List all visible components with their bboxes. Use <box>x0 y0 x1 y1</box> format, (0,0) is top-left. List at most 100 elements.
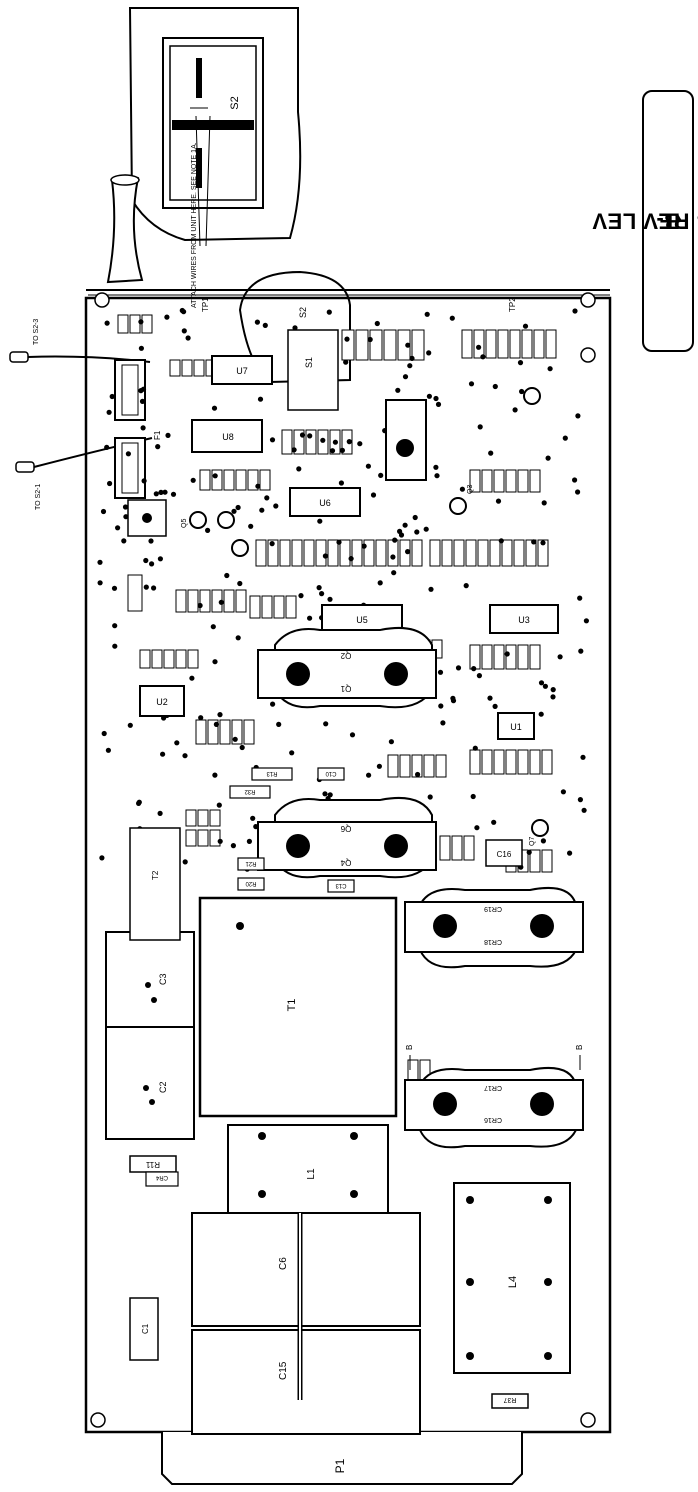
small-component <box>451 835 463 861</box>
small-component <box>505 749 517 775</box>
solder-pad <box>504 651 510 657</box>
small-component <box>151 649 163 669</box>
solder-pad <box>578 648 584 654</box>
small-component <box>193 359 205 377</box>
small-component <box>141 314 153 334</box>
solder-pad <box>577 595 583 601</box>
solder-pad <box>412 514 418 521</box>
small-component <box>453 539 465 567</box>
cap-c16-label: C16 <box>497 850 512 859</box>
small-component <box>187 589 199 613</box>
small-component <box>327 539 339 567</box>
solder-pad <box>136 800 142 807</box>
solder-pad <box>259 507 265 513</box>
solder-pad <box>440 720 446 726</box>
small-component <box>545 329 557 359</box>
diode-cr4-label: CR4 <box>155 1174 168 1180</box>
small-component <box>281 429 293 455</box>
solder-pad <box>210 624 216 630</box>
solder-pad <box>264 495 270 501</box>
solder-pad <box>181 328 187 334</box>
small-component <box>387 754 399 778</box>
solder-pad <box>232 736 238 742</box>
solder-pad <box>428 586 434 592</box>
inductor-l1: L1 <box>227 1124 389 1226</box>
switch-note: ATTACH WIRES FROM UNIT HERE. SEE NOTE 1A… <box>191 142 198 308</box>
solder-pad <box>361 543 367 549</box>
solder-pad <box>476 673 482 679</box>
tp1-label: TP1 <box>201 297 210 312</box>
small-component <box>537 539 549 567</box>
solder-pad <box>237 580 243 587</box>
solder-pad <box>109 393 115 400</box>
small-component <box>235 589 247 613</box>
solder-pad <box>155 444 161 450</box>
inductor-l4: L4 <box>453 1182 571 1374</box>
solder-pad <box>575 413 581 419</box>
cap-c1-label: C1 <box>141 1323 150 1334</box>
solder-pad <box>367 336 373 343</box>
small-component <box>423 754 435 778</box>
small-component <box>261 595 273 619</box>
solder-pad <box>115 525 121 531</box>
switch-s1-label: S1 <box>304 357 314 368</box>
mount-hole-tl <box>94 292 110 308</box>
resistor-r13-label: R13 <box>266 770 278 776</box>
small-component <box>489 539 501 567</box>
solder-pad <box>471 666 477 672</box>
ic-u3-label: U3 <box>518 615 530 625</box>
solder-pad <box>557 654 563 660</box>
solder-pad <box>327 792 333 798</box>
small-component <box>463 835 475 861</box>
solder-pad <box>581 807 587 813</box>
solder-pad <box>212 772 218 778</box>
small-component <box>209 829 221 847</box>
small-component <box>441 539 453 567</box>
small-component <box>529 644 541 670</box>
small-component <box>513 539 525 567</box>
solder-pad <box>572 477 578 483</box>
solder-pad <box>138 388 144 394</box>
solder-pad <box>123 514 129 520</box>
inductor-l1-label: L1 <box>306 1168 317 1180</box>
solder-pad <box>538 711 544 717</box>
small-component <box>305 429 317 455</box>
solder-pad <box>231 508 237 514</box>
solder-pad <box>392 537 398 543</box>
small-component <box>169 359 181 377</box>
small-component <box>279 539 291 567</box>
inductor-l4-label: L4 <box>507 1276 519 1288</box>
small-component <box>375 539 387 567</box>
solder-pad <box>348 556 354 562</box>
small-component <box>369 329 383 361</box>
solder-pad <box>224 572 230 579</box>
capacitor-c3: C3 <box>105 931 195 1028</box>
transformer-t2: T2 <box>129 827 181 941</box>
solder-pad <box>317 518 323 524</box>
solder-pad <box>397 528 403 535</box>
solder-pad <box>390 554 396 560</box>
solder-pad <box>426 350 432 356</box>
small-component <box>185 829 197 847</box>
mount-hole-r <box>580 347 596 363</box>
solder-pad <box>531 539 537 545</box>
solder-pad <box>138 319 144 325</box>
solder-pad <box>217 712 223 718</box>
solder-pad <box>338 480 344 486</box>
solder-pad <box>104 320 110 326</box>
solder-pad <box>235 504 241 511</box>
solder-pad <box>492 703 498 710</box>
solder-pad <box>320 437 326 443</box>
resistor-r20-label: R20 <box>245 880 257 886</box>
solder-pad <box>162 489 168 495</box>
solder-pad <box>140 425 146 431</box>
solder-pad <box>262 322 268 328</box>
small-component <box>197 809 209 827</box>
diode-cr16-cr17: CR17 CR16 B B <box>404 1045 584 1149</box>
solder-pad <box>269 541 275 547</box>
small-component <box>355 329 369 361</box>
small-component <box>197 829 209 847</box>
solder-pad <box>164 314 170 320</box>
small-component <box>209 809 221 827</box>
small-component <box>435 754 447 778</box>
